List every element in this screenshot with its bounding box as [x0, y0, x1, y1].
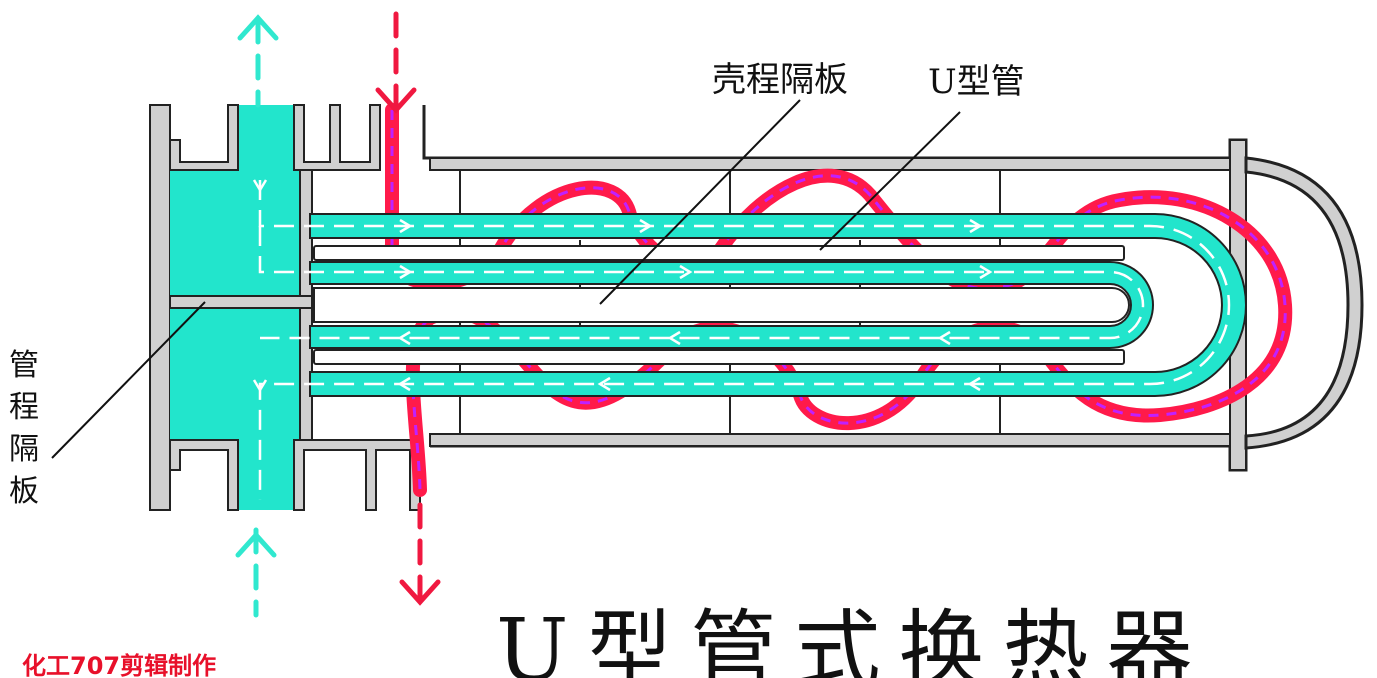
tube-pass-partition-label: 管程隔板 — [9, 348, 39, 509]
u-tube-outer — [309, 213, 1247, 397]
arrow-up-icon — [235, 531, 277, 558]
channel-box — [149, 104, 421, 511]
tube-flow-arrows — [258, 180, 1231, 500]
leader-lines — [51, 99, 961, 459]
arrow-down-icon — [375, 87, 417, 114]
tube-fluid-arrows — [235, 14, 279, 618]
diagram-title: U型管式换热器 — [496, 601, 1211, 678]
shell-end-cap — [1244, 156, 1364, 450]
u-tube-label: U型管 — [928, 62, 1025, 102]
shell-baffle-label: 壳程隔板 — [712, 60, 848, 100]
tube-gaps — [313, 245, 1130, 365]
u-tube-inner — [309, 261, 1154, 349]
arrow-up-icon — [237, 14, 279, 41]
arrow-down-icon — [399, 579, 441, 606]
shell-fluid-arrows — [375, 11, 441, 606]
credit-text: 化工707剪辑制作 — [22, 652, 217, 678]
tube-flow-chevrons — [252, 179, 993, 393]
